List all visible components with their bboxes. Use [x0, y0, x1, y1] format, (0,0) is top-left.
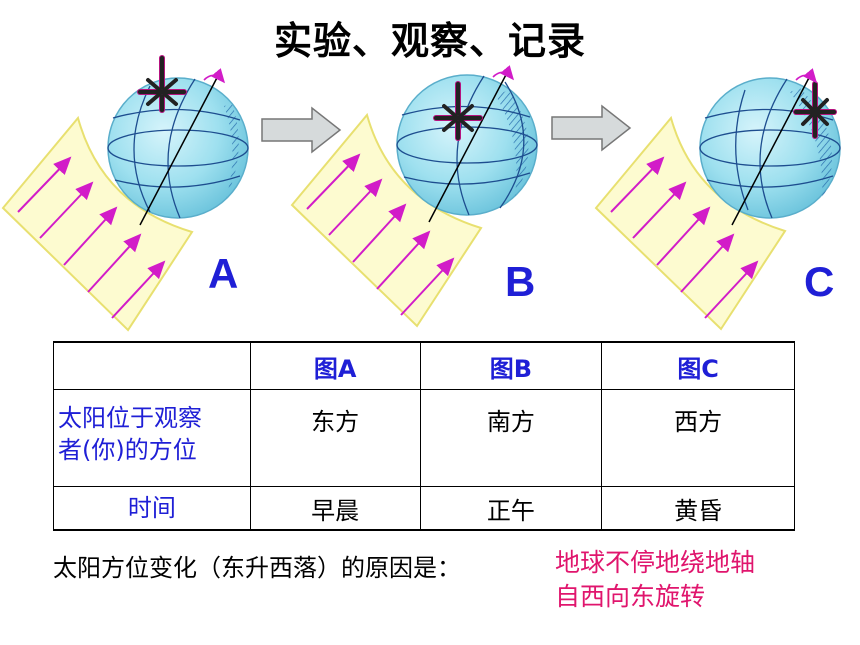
sunlight-panel: [290, 112, 483, 328]
earth-axis: [428, 68, 510, 223]
table-header-cell: 图C: [601, 341, 795, 390]
flow-arrow-icon: [261, 106, 342, 154]
observer-compass-icon: [433, 81, 483, 141]
table-header-cell: 图A: [249, 341, 421, 390]
observer-compass-icon: [137, 55, 187, 113]
globe-grid: [396, 75, 538, 216]
panel-label-a: A: [208, 250, 239, 297]
globe: [107, 77, 249, 219]
table-row-header: 时间: [53, 486, 251, 531]
table-row: 太阳位于观察 者(你)的方位 东方 南方 西方: [53, 389, 795, 487]
sun-rays: [306, 153, 455, 316]
rotation-arrow-icon: [492, 65, 515, 81]
sunlight-panel: [1, 115, 194, 332]
globe-grid: [699, 78, 841, 219]
table-cell: 东方: [249, 389, 421, 487]
earth-axis: [139, 71, 221, 226]
table-header-cell: 图B: [419, 341, 603, 390]
observer-compass-icon: [793, 81, 837, 139]
table-cell: 黄昏: [601, 486, 795, 531]
panel-a-diagram: [1, 55, 249, 332]
answer-line: 自西向东旋转: [555, 582, 706, 611]
panel-c-diagram: [594, 68, 841, 331]
table-cell: 早晨: [249, 486, 421, 531]
table-row: 时间 早晨 正午 黄昏: [53, 486, 795, 531]
question-text: 太阳方位变化（东升西落）的原因是：: [53, 554, 461, 582]
panel-b-diagram: [290, 65, 538, 328]
table-cell: 西方: [601, 389, 795, 487]
globe-grid: [107, 78, 249, 219]
row-label-line: 者(你)的方位: [58, 436, 197, 464]
sun-rays: [17, 156, 166, 319]
earth-axis: [731, 71, 813, 226]
flow-arrow-icon: [551, 104, 632, 152]
page-title: 实验、观察、记录: [273, 19, 586, 63]
table-cell: 正午: [419, 486, 603, 531]
observation-table: 图A 图B 图C 太阳位于观察 者(你)的方位 东方 南方 西方 时间 早晨 正…: [53, 341, 795, 531]
sun-rays: [610, 156, 759, 319]
table-header-row: 图A 图B 图C: [53, 341, 795, 390]
night-side: [224, 104, 239, 198]
table-cell: 南方: [419, 389, 603, 487]
table-header-cell: [53, 341, 251, 390]
panel-label-b: B: [505, 258, 536, 305]
table-row-header: 太阳位于观察 者(你)的方位: [53, 389, 251, 487]
rotation-arrow-icon: [795, 68, 818, 84]
panel-label-c: C: [804, 258, 835, 305]
row-label-line: 太阳位于观察: [58, 404, 202, 432]
rotation-arrow-icon: [203, 68, 226, 84]
answer-line: 地球不停地绕地轴: [555, 548, 756, 577]
earth-rotation-diagram: [1, 55, 841, 332]
answer-text: 地球不停地绕地轴 自西向东旋转: [555, 546, 755, 614]
